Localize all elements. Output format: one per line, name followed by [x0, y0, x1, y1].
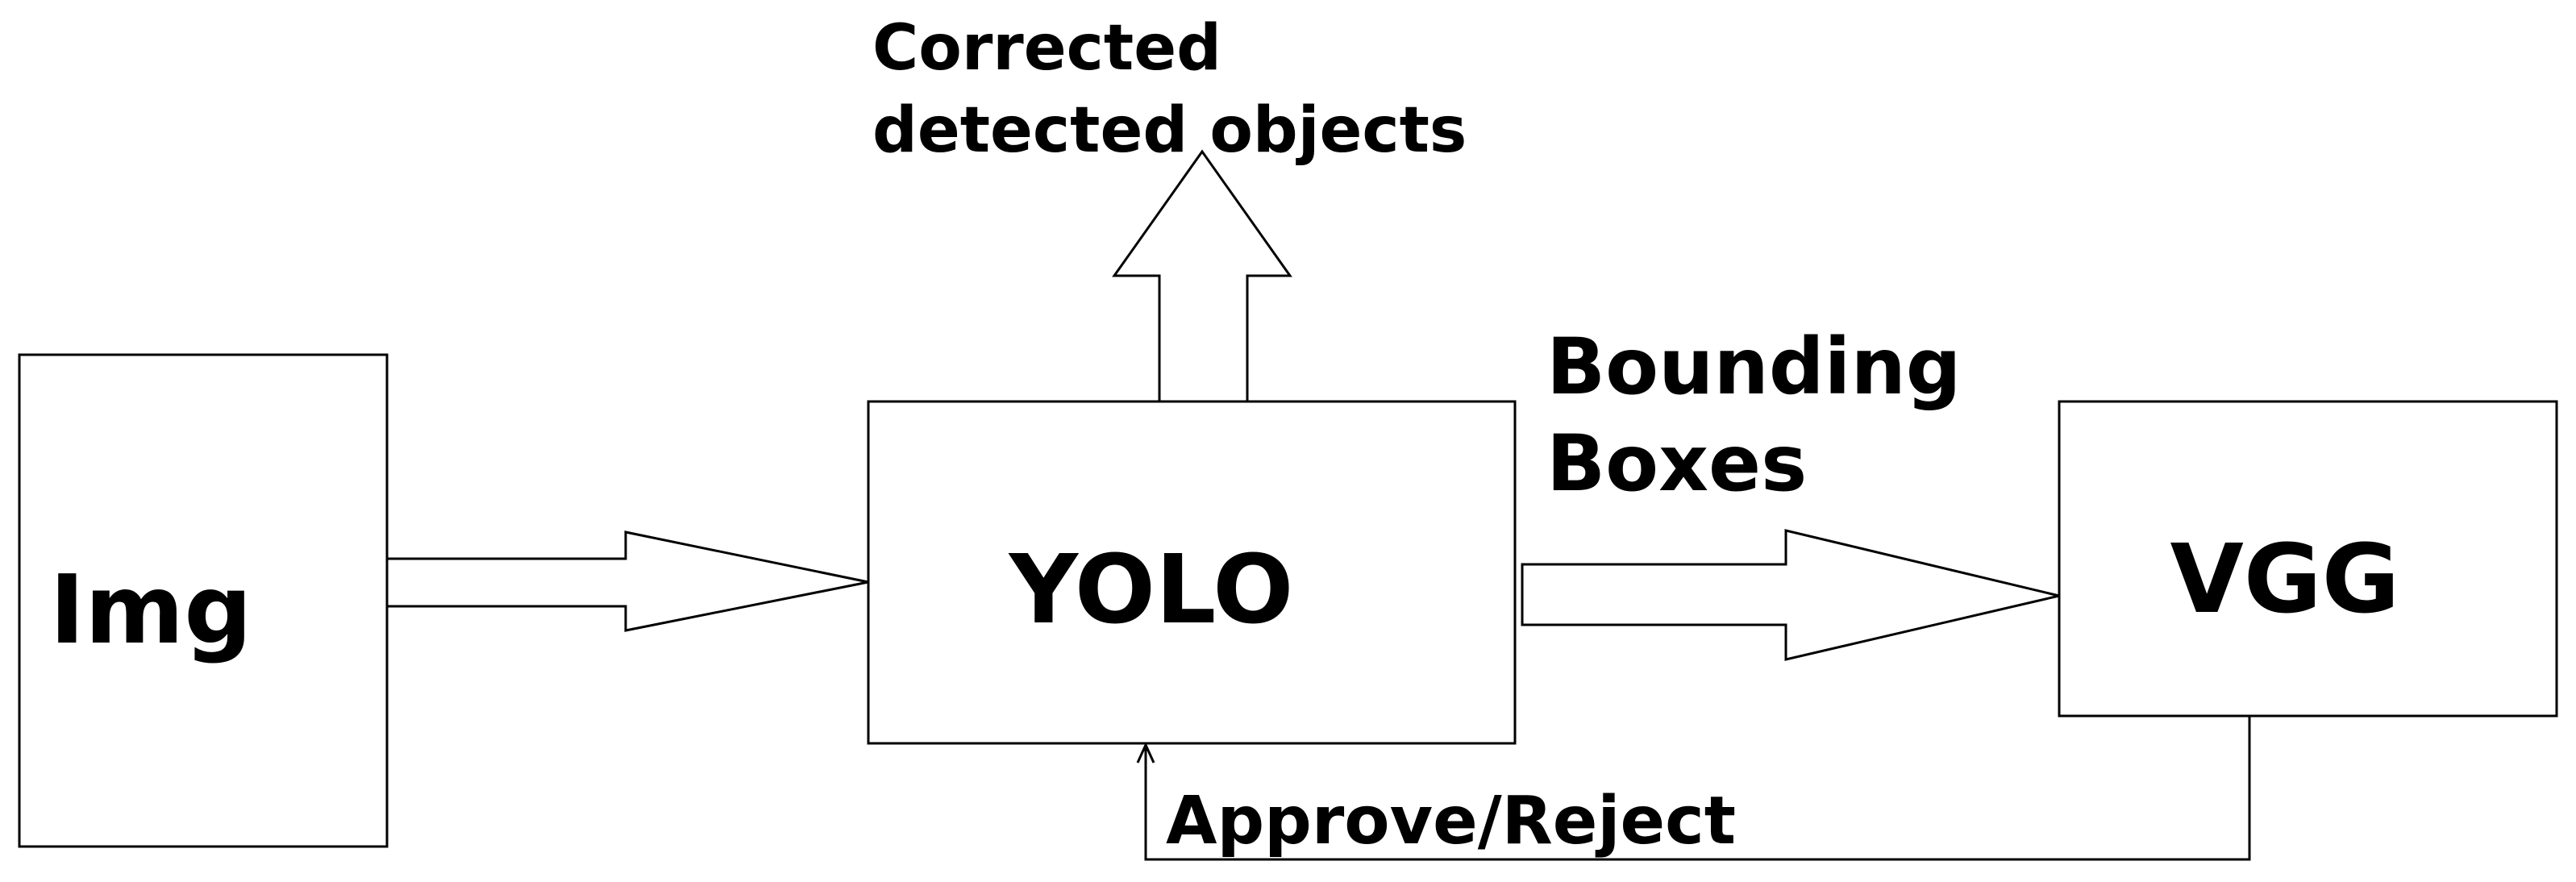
vgg-label: VGG [2170, 523, 2399, 634]
yolo-label: YOLO [1008, 534, 1294, 645]
yolo-box [867, 400, 1517, 745]
feedback-arrowhead [1136, 742, 1155, 763]
img-label: Img [49, 554, 252, 665]
yolo-to-vgg-arrow [1521, 529, 2060, 661]
corrected-objects-line-2: detected objects [872, 94, 1467, 167]
img-box [18, 353, 389, 848]
bounding-boxes-line-1: Bounding [1546, 322, 1962, 412]
vgg-to-yolo-feedback-line [1144, 716, 2251, 861]
approve-reject-label: Approve/Reject [1166, 783, 1736, 859]
bounding-boxes-label: Bounding Boxes [1546, 322, 1988, 509]
corrected-objects-line-1: Corrected [872, 12, 1221, 85]
img-to-yolo-arrow [385, 530, 869, 632]
vgg-box [2058, 400, 2558, 718]
yolo-output-arrow [1112, 149, 1292, 403]
corrected-objects-label: Corrected detected objects [872, 12, 1467, 167]
bounding-boxes-line-2: Boxes [1546, 418, 1807, 509]
